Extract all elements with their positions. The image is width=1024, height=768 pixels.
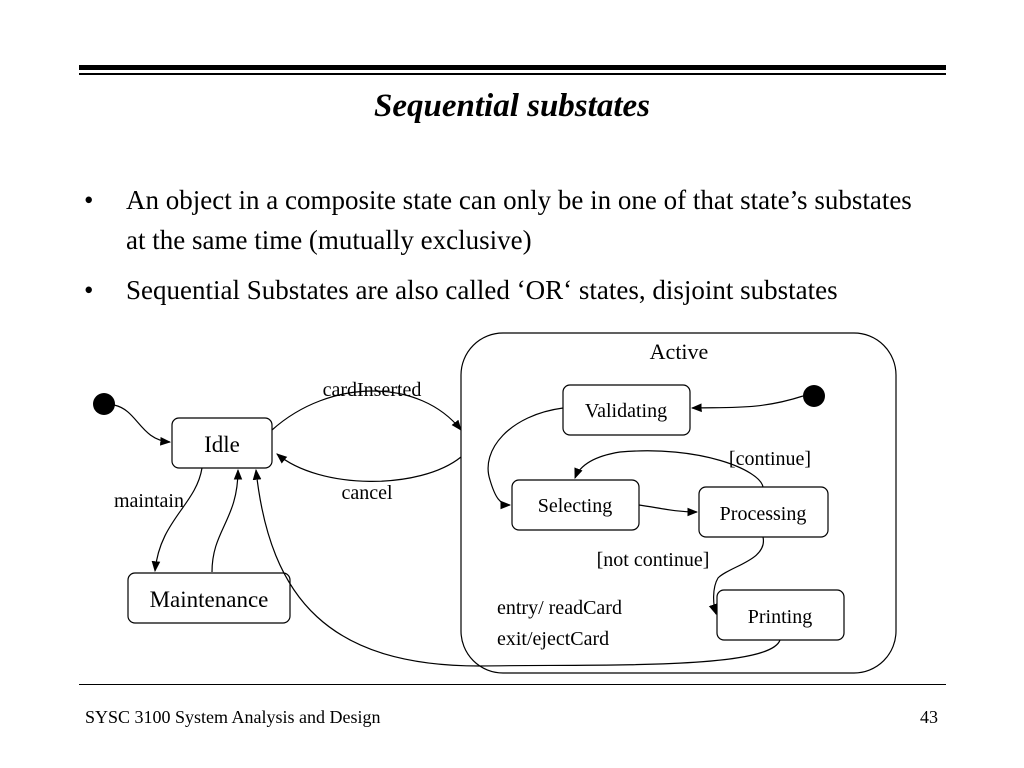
transition-printing-to-idle	[252, 468, 781, 667]
footer-page-number: 43	[920, 707, 938, 727]
transition-label-cancel: cancel	[341, 482, 393, 504]
initial-state-outer	[93, 393, 115, 415]
bullet-text: An object in a composite state can only …	[126, 185, 912, 255]
state-selecting-label: Selecting	[538, 495, 612, 517]
state-maintenance	[127, 572, 291, 624]
slide-title: Sequential substates	[374, 88, 650, 124]
transition-label-not-continue: [not continue]	[597, 549, 710, 571]
exit-action-label: exit/ejectCard	[497, 628, 609, 650]
transition-label-card-inserted: cardInserted	[323, 379, 422, 401]
bullet-marker: •	[84, 185, 94, 215]
transition-card-inserted	[271, 390, 462, 431]
bottom-rule	[79, 684, 946, 685]
active-state-label: Active	[650, 339, 709, 364]
transition-label-maintain: maintain	[114, 490, 184, 512]
bullet-item: • An object in a composite state can onl…	[84, 180, 924, 260]
state-maintenance-label: Maintenance	[150, 587, 269, 612]
initial-state-inner	[803, 385, 825, 407]
transition-selecting-to-processing	[638, 504, 699, 517]
state-validating-label: Validating	[585, 400, 667, 422]
transition-continue	[574, 450, 764, 488]
state-printing-label: Printing	[748, 606, 812, 628]
transition-not-continue	[708, 536, 764, 616]
transition-validating-to-selecting	[487, 407, 564, 510]
transition-initial-to-idle	[113, 404, 172, 446]
transition-maintain	[151, 467, 203, 573]
bullet-list: • An object in a composite state can onl…	[84, 180, 924, 320]
state-idle	[171, 417, 273, 469]
entry-action-label: entry/ readCard	[497, 597, 622, 619]
state-processing-label: Processing	[720, 503, 807, 525]
top-rule-thin	[79, 73, 946, 75]
transition-cancel	[276, 453, 462, 482]
state-validating	[562, 384, 691, 436]
active-composite-state	[460, 332, 897, 674]
bullet-text: Sequential Substates are also called ‘OR…	[126, 275, 838, 305]
bullet-marker: •	[84, 275, 94, 305]
bullet-item: • Sequential Substates are also called ‘…	[84, 270, 924, 310]
top-rule-thick	[79, 65, 946, 70]
state-idle-label: Idle	[204, 432, 240, 457]
transition-initial-to-validating	[690, 395, 804, 413]
transition-label-continue: [continue]	[729, 448, 811, 470]
transition-maintenance-to-idle	[211, 468, 243, 573]
footer-course: SYSC 3100 System Analysis and Design	[85, 707, 381, 727]
